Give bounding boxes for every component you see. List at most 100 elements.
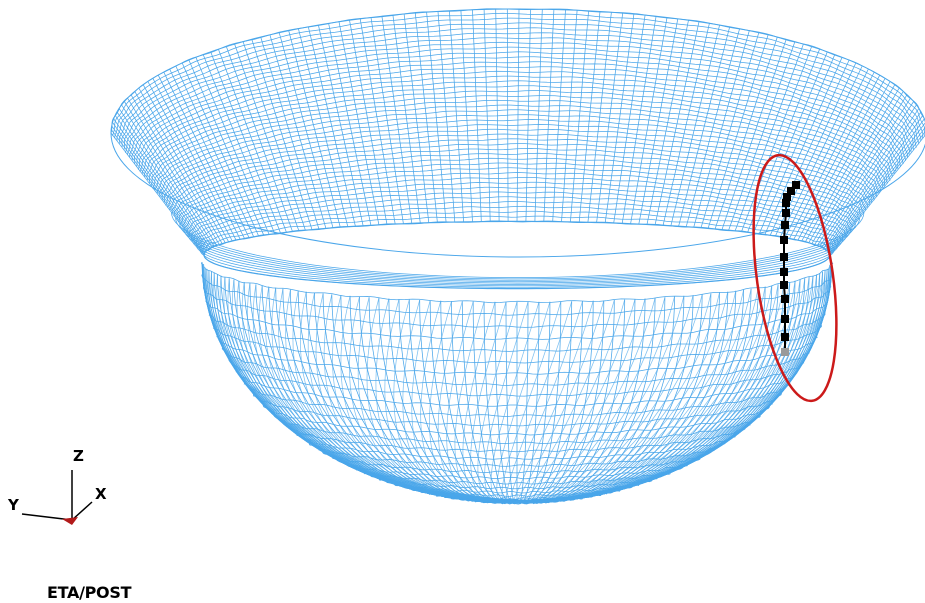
- mesh-line: [157, 74, 241, 240]
- mesh-line: [174, 152, 862, 217]
- mesh-line: [516, 301, 540, 504]
- mesh-line: [186, 181, 849, 234]
- mesh-line: [199, 249, 835, 288]
- mesh-line: [242, 41, 306, 231]
- mesh-line: [201, 261, 518, 501]
- mesh-line: [814, 94, 908, 245]
- node-marker: [781, 221, 789, 229]
- mesh-line: [570, 10, 589, 222]
- mesh-line: [114, 17, 924, 139]
- mesh-line: [753, 51, 828, 234]
- node-marker: [782, 199, 790, 207]
- mesh-line: [561, 10, 578, 222]
- mesh-line: [199, 210, 836, 250]
- mesh-line: [402, 299, 518, 503]
- mesh-line: [134, 91, 223, 244]
- mesh-line: [139, 75, 897, 172]
- mesh-line: [171, 148, 864, 214]
- mesh-line: [370, 17, 404, 224]
- mesh-line: [110, 129, 205, 255]
- mesh-line: [596, 13, 624, 223]
- mesh-line: [234, 43, 300, 232]
- mesh-line: [149, 95, 888, 184]
- mesh-line: [714, 36, 778, 230]
- mesh-line: [587, 12, 612, 223]
- mesh-line: [758, 54, 836, 234]
- mesh-line: [543, 9, 555, 222]
- mesh-line: [721, 39, 787, 230]
- mesh-line: [381, 16, 413, 224]
- mesh-line: [516, 300, 594, 504]
- mesh-line: [707, 34, 769, 229]
- mesh-line: [175, 217, 861, 280]
- node-marker: [780, 268, 788, 276]
- mesh-line: [789, 71, 875, 239]
- mesh-line: [496, 301, 551, 504]
- mesh-line: [801, 81, 891, 242]
- mesh-line: [252, 390, 782, 427]
- mesh-line: [662, 23, 710, 226]
- mesh-line: [506, 9, 509, 222]
- mesh-line: [181, 62, 259, 237]
- mesh-line: [525, 9, 532, 222]
- mesh-line: [124, 101, 215, 247]
- mesh-line: [638, 18, 679, 225]
- y-axis-label: Y: [8, 496, 19, 514]
- mesh-line: [516, 291, 729, 503]
- mesh-line: [114, 115, 208, 251]
- mesh-line: [152, 78, 237, 241]
- mesh-line: [112, 122, 206, 253]
- mesh-line: [816, 97, 911, 246]
- mesh-line: [797, 78, 886, 241]
- mesh-line: [179, 167, 855, 225]
- mesh-line: [116, 111, 209, 250]
- mesh-line: [654, 21, 700, 225]
- mesh-line: [516, 301, 573, 504]
- mesh-line: [169, 68, 250, 238]
- mesh-line: [251, 39, 313, 230]
- app-label: ETA/POST: [47, 583, 132, 602]
- mesh-line: [134, 61, 904, 165]
- cup-rim-line: [203, 220, 831, 290]
- z-axis-label: Z: [73, 447, 84, 465]
- x-axis-line: [71, 501, 93, 521]
- node-marker: [781, 295, 789, 303]
- mesh-line: [328, 23, 372, 226]
- axis-triad: [21, 470, 93, 525]
- mesh-line: [318, 24, 364, 226]
- mesh-line: [516, 8, 520, 222]
- mesh-line: [161, 124, 875, 201]
- mesh-line: [195, 244, 839, 287]
- mesh-line: [275, 287, 518, 502]
- mesh-line: [516, 300, 605, 504]
- mesh-line: [127, 97, 218, 246]
- mesh-line: [147, 81, 233, 242]
- mesh-line: [534, 9, 543, 222]
- mesh-line: [516, 301, 551, 504]
- mesh-line: [808, 87, 900, 243]
- mesh-line: [793, 74, 881, 240]
- mesh-line: [201, 273, 833, 316]
- mesh-line: [113, 118, 207, 252]
- node-marker: [782, 209, 790, 217]
- node-marker: [780, 236, 788, 244]
- mesh-line: [827, 118, 925, 252]
- mesh-line: [126, 46, 910, 156]
- mesh-line: [501, 301, 562, 504]
- mesh-line: [218, 49, 287, 233]
- mesh-line: [811, 91, 904, 244]
- mesh-line: [516, 298, 646, 504]
- mesh-line: [118, 108, 211, 249]
- mesh-line: [112, 12, 925, 137]
- mesh-line: [200, 262, 834, 304]
- mesh-line: [670, 24, 720, 226]
- mesh-line: [121, 104, 213, 248]
- mesh-line: [179, 222, 856, 281]
- node-marker: [780, 281, 788, 289]
- mesh-line: [202, 54, 276, 234]
- mesh-line: [483, 9, 491, 222]
- mesh-line: [472, 9, 482, 222]
- mesh-line: [184, 177, 851, 231]
- mesh-line: [826, 115, 924, 251]
